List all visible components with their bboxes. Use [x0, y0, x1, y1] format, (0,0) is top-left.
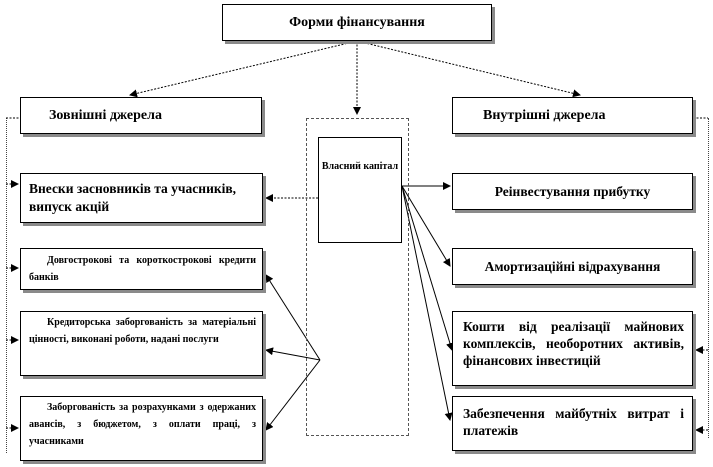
arrow-own-to-r3 — [401, 185, 454, 351]
internal-item-asset-sales: Кошти від реалізації майнових комплексів… — [452, 311, 693, 386]
internal-sources-header: Внутрішні джерела — [452, 97, 693, 134]
external-sources-header: Зовнішні джерела — [20, 97, 262, 134]
arrow-title-to-external — [129, 40, 358, 98]
arrow-region-to-b3 — [265, 347, 321, 361]
internal-item-provisions: Забезпечення майбутніх витрат і платежів — [452, 396, 693, 451]
internal-item-reinvestment: Реінвестування прибутку — [452, 173, 693, 210]
external-item-bank-loans: Довгострокові та короткострокові кредити… — [20, 248, 263, 290]
external-item-settlements: Заборгованість за розрахунками з одержан… — [20, 396, 263, 461]
right-side-guide — [708, 118, 709, 438]
external-item-contributions: Внески засновників та учасників, випуск … — [20, 173, 263, 223]
internal-item-depreciation: Амортизаційні відрахування — [452, 248, 693, 285]
left-side-guide — [6, 118, 7, 453]
arrow-region-to-b2 — [265, 274, 321, 361]
external-item-payables: Кредиторська заборгованість за матеріаль… — [20, 311, 263, 376]
financing-forms-title: Форми фінансування — [222, 4, 492, 41]
own-capital-region — [306, 118, 409, 436]
own-capital-box: Власний капітал — [318, 137, 402, 243]
arrow-title-to-internal — [356, 40, 581, 98]
arrow-own-to-r2 — [401, 185, 451, 267]
arrow-own-to-r4 — [401, 185, 453, 421]
arrow-region-to-b4 — [265, 359, 321, 431]
